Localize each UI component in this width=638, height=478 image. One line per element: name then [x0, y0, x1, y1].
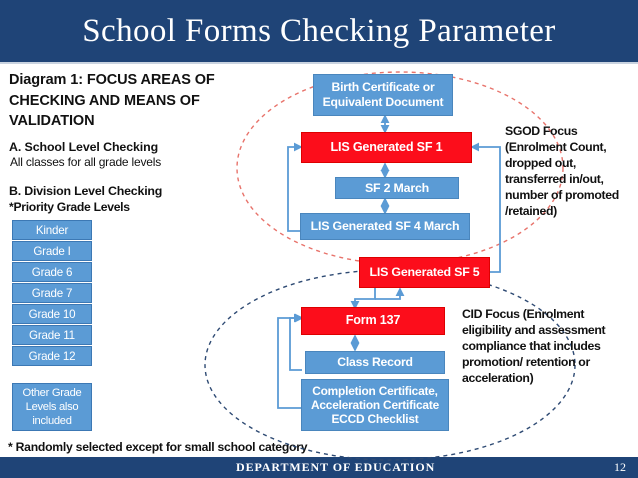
other-grade-levels-box[interactable]: Other Grade Levels also included — [12, 383, 92, 431]
grade-item-grade-12[interactable]: Grade 12 — [12, 346, 92, 366]
section-a-subtitle: All classes for all grade levels — [10, 155, 162, 169]
cid-group-ellipse — [204, 269, 576, 461]
grade-item-grade-11[interactable]: Grade 11 — [12, 325, 92, 345]
grade-item-grade-7[interactable]: Grade 7 — [12, 283, 92, 303]
footer-page-number: 12 — [614, 460, 626, 474]
node-form-137[interactable]: Form 137 — [301, 307, 445, 335]
node-class-record[interactable]: Class Record — [305, 351, 445, 374]
connector-sf5-to-form137 — [350, 288, 376, 310]
diagram-lead-text: Diagram 1: FOCUS AREAS OF CHECKING AND M… — [9, 72, 215, 130]
footer-bar: DEPARTMENT OF EDUCATION 12 — [0, 457, 638, 478]
grade-item-kinder[interactable]: Kinder — [12, 220, 92, 240]
connector-completion-loop-to-form137 — [277, 313, 303, 409]
section-a-title: A. School Level Checking — [9, 140, 159, 154]
grade-item-grade-10[interactable]: Grade 10 — [12, 304, 92, 324]
sgod-group-ellipse — [236, 71, 564, 265]
grade-item-grade-6[interactable]: Grade 6 — [12, 262, 92, 282]
footer-department: DEPARTMENT OF EDUCATION — [236, 460, 436, 474]
page-title: School Forms Checking Parameter — [82, 12, 556, 49]
title-underline — [0, 62, 638, 64]
section-b-subtitle: *Priority Grade Levels — [9, 200, 130, 214]
connector-sf5-loop-to-sf1 — [470, 142, 501, 273]
grade-item-grade-1[interactable]: Grade I — [12, 241, 92, 261]
footnote-text: * Randomly selected except for small sch… — [8, 440, 308, 454]
cid-focus-text: CID Focus (Enrolment eligibility and ass… — [462, 307, 606, 385]
node-lis-sf4-march[interactable]: LIS Generated SF 4 March — [300, 213, 470, 240]
section-b-title: B. Division Level Checking — [9, 184, 163, 198]
node-sf2-march[interactable]: SF 2 March — [335, 177, 459, 199]
connector-sf4-loop-to-sf1 — [287, 142, 303, 232]
connector-form137-to-sf5 — [375, 287, 405, 300]
title-bar: School Forms Checking Parameter — [0, 0, 638, 62]
node-lis-sf5[interactable]: LIS Generated SF 5 — [359, 257, 490, 288]
node-completion-certificate[interactable]: Completion Certificate, Acceleration Cer… — [301, 379, 449, 431]
priority-grade-list: Kinder Grade I Grade 6 Grade 7 Grade 10 … — [12, 220, 92, 367]
node-birth-certificate[interactable]: Birth Certificate or Equivalent Document — [313, 74, 453, 116]
node-lis-sf1[interactable]: LIS Generated SF 1 — [301, 132, 472, 163]
sgod-focus-text: SGOD Focus (Enrolment Count, dropped out… — [505, 124, 619, 218]
